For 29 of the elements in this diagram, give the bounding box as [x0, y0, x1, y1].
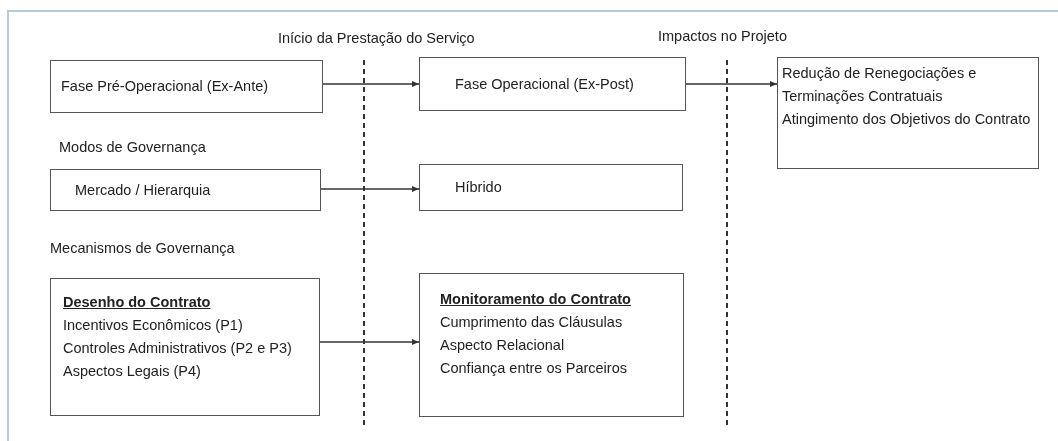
- box-text: Cumprimento das Cláusulas: [440, 313, 624, 332]
- section-label: Impactos no Projeto: [658, 28, 787, 44]
- section-label: Mecanismos de Governança: [50, 240, 235, 256]
- box-text: Fase Pré-Operacional (Ex-Ante): [61, 77, 270, 96]
- box-text: Aspecto Relacional: [440, 336, 566, 355]
- box-text: Fase Operacional (Ex-Post): [455, 74, 635, 94]
- process-box: [50, 60, 323, 113]
- box-text: Aspectos Legais (P4): [63, 362, 202, 381]
- arrow: [319, 339, 420, 345]
- box-text: Híbrido: [455, 178, 503, 197]
- process-box: [419, 273, 684, 417]
- arrow: [685, 81, 778, 87]
- box-heading: Monitoramento do Contrato: [440, 290, 632, 309]
- arrow: [322, 81, 420, 87]
- box-text: Controles Administrativos (P2 e P3): [63, 339, 293, 358]
- process-box: [419, 57, 686, 111]
- process-box: [50, 169, 321, 211]
- process-box: [50, 278, 320, 416]
- process-box: [419, 164, 683, 211]
- box-text: Incentivos Econômicos (P1): [63, 316, 244, 335]
- section-label: Início da Prestação do Serviço: [278, 30, 475, 46]
- box-text: Atingimento dos Objetivos do Contrato: [782, 110, 1032, 129]
- box-text: Confiança entre os Parceiros: [440, 359, 628, 378]
- box-text: Redução de Renegociações e Terminações Contratuais: [782, 64, 978, 106]
- box-heading: Desenho do Contrato: [63, 293, 212, 312]
- box-text: Mercado / Hierarquia: [75, 180, 212, 200]
- arrow: [320, 186, 420, 192]
- process-box: [777, 57, 1039, 169]
- section-label: Modos de Governança: [59, 139, 206, 155]
